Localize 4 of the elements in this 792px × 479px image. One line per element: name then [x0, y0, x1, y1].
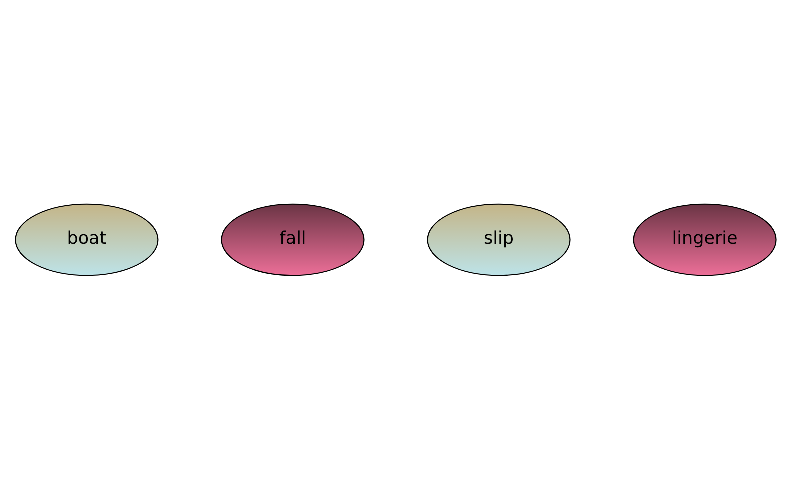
node-ellipse: boat — [15, 203, 159, 276]
node-ellipse: lingerie — [633, 203, 777, 276]
node-ellipse: slip — [427, 203, 571, 276]
node-ellipse: fall — [221, 203, 365, 276]
